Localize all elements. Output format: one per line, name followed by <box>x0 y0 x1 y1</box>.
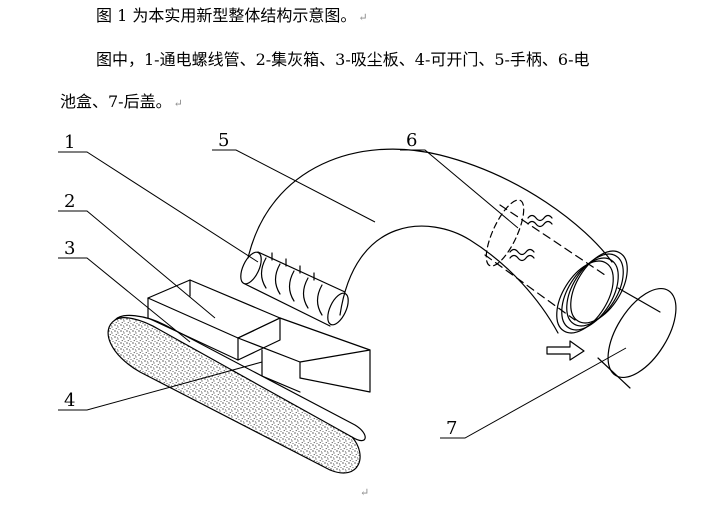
legend-line-2: 池盒、7-后盖。↵ <box>60 92 183 111</box>
figure-caption: 图 1 为本实用新型整体结构示意图。↵ <box>96 6 368 25</box>
suction-board <box>107 314 366 474</box>
paragraph-mark-icon: ↵ <box>173 97 183 110</box>
paragraph-mark-icon: ↵ <box>358 11 368 24</box>
openable-door <box>237 317 371 393</box>
handle-tube <box>247 148 613 334</box>
label-1: 1 <box>64 132 75 153</box>
paragraph-mark-icon: ↵ <box>360 486 370 499</box>
label-6: 6 <box>406 130 417 151</box>
label-7: 7 <box>446 418 457 439</box>
battery-end-rings <box>556 250 628 334</box>
label-4: 4 <box>64 390 75 411</box>
legend-line-1: 图中，1-通电螺线管、2-集灰箱、3-吸尘板、4-可开门、5-手柄、6-电 <box>96 50 590 69</box>
label-2: 2 <box>64 191 75 212</box>
airflow-arrow-icon <box>546 340 585 361</box>
label-5: 5 <box>218 130 229 151</box>
label-3: 3 <box>64 238 75 259</box>
solenoid-coil <box>240 251 349 327</box>
rear-cover <box>597 287 677 389</box>
leader-lines <box>58 149 627 439</box>
battery-box <box>484 199 606 321</box>
